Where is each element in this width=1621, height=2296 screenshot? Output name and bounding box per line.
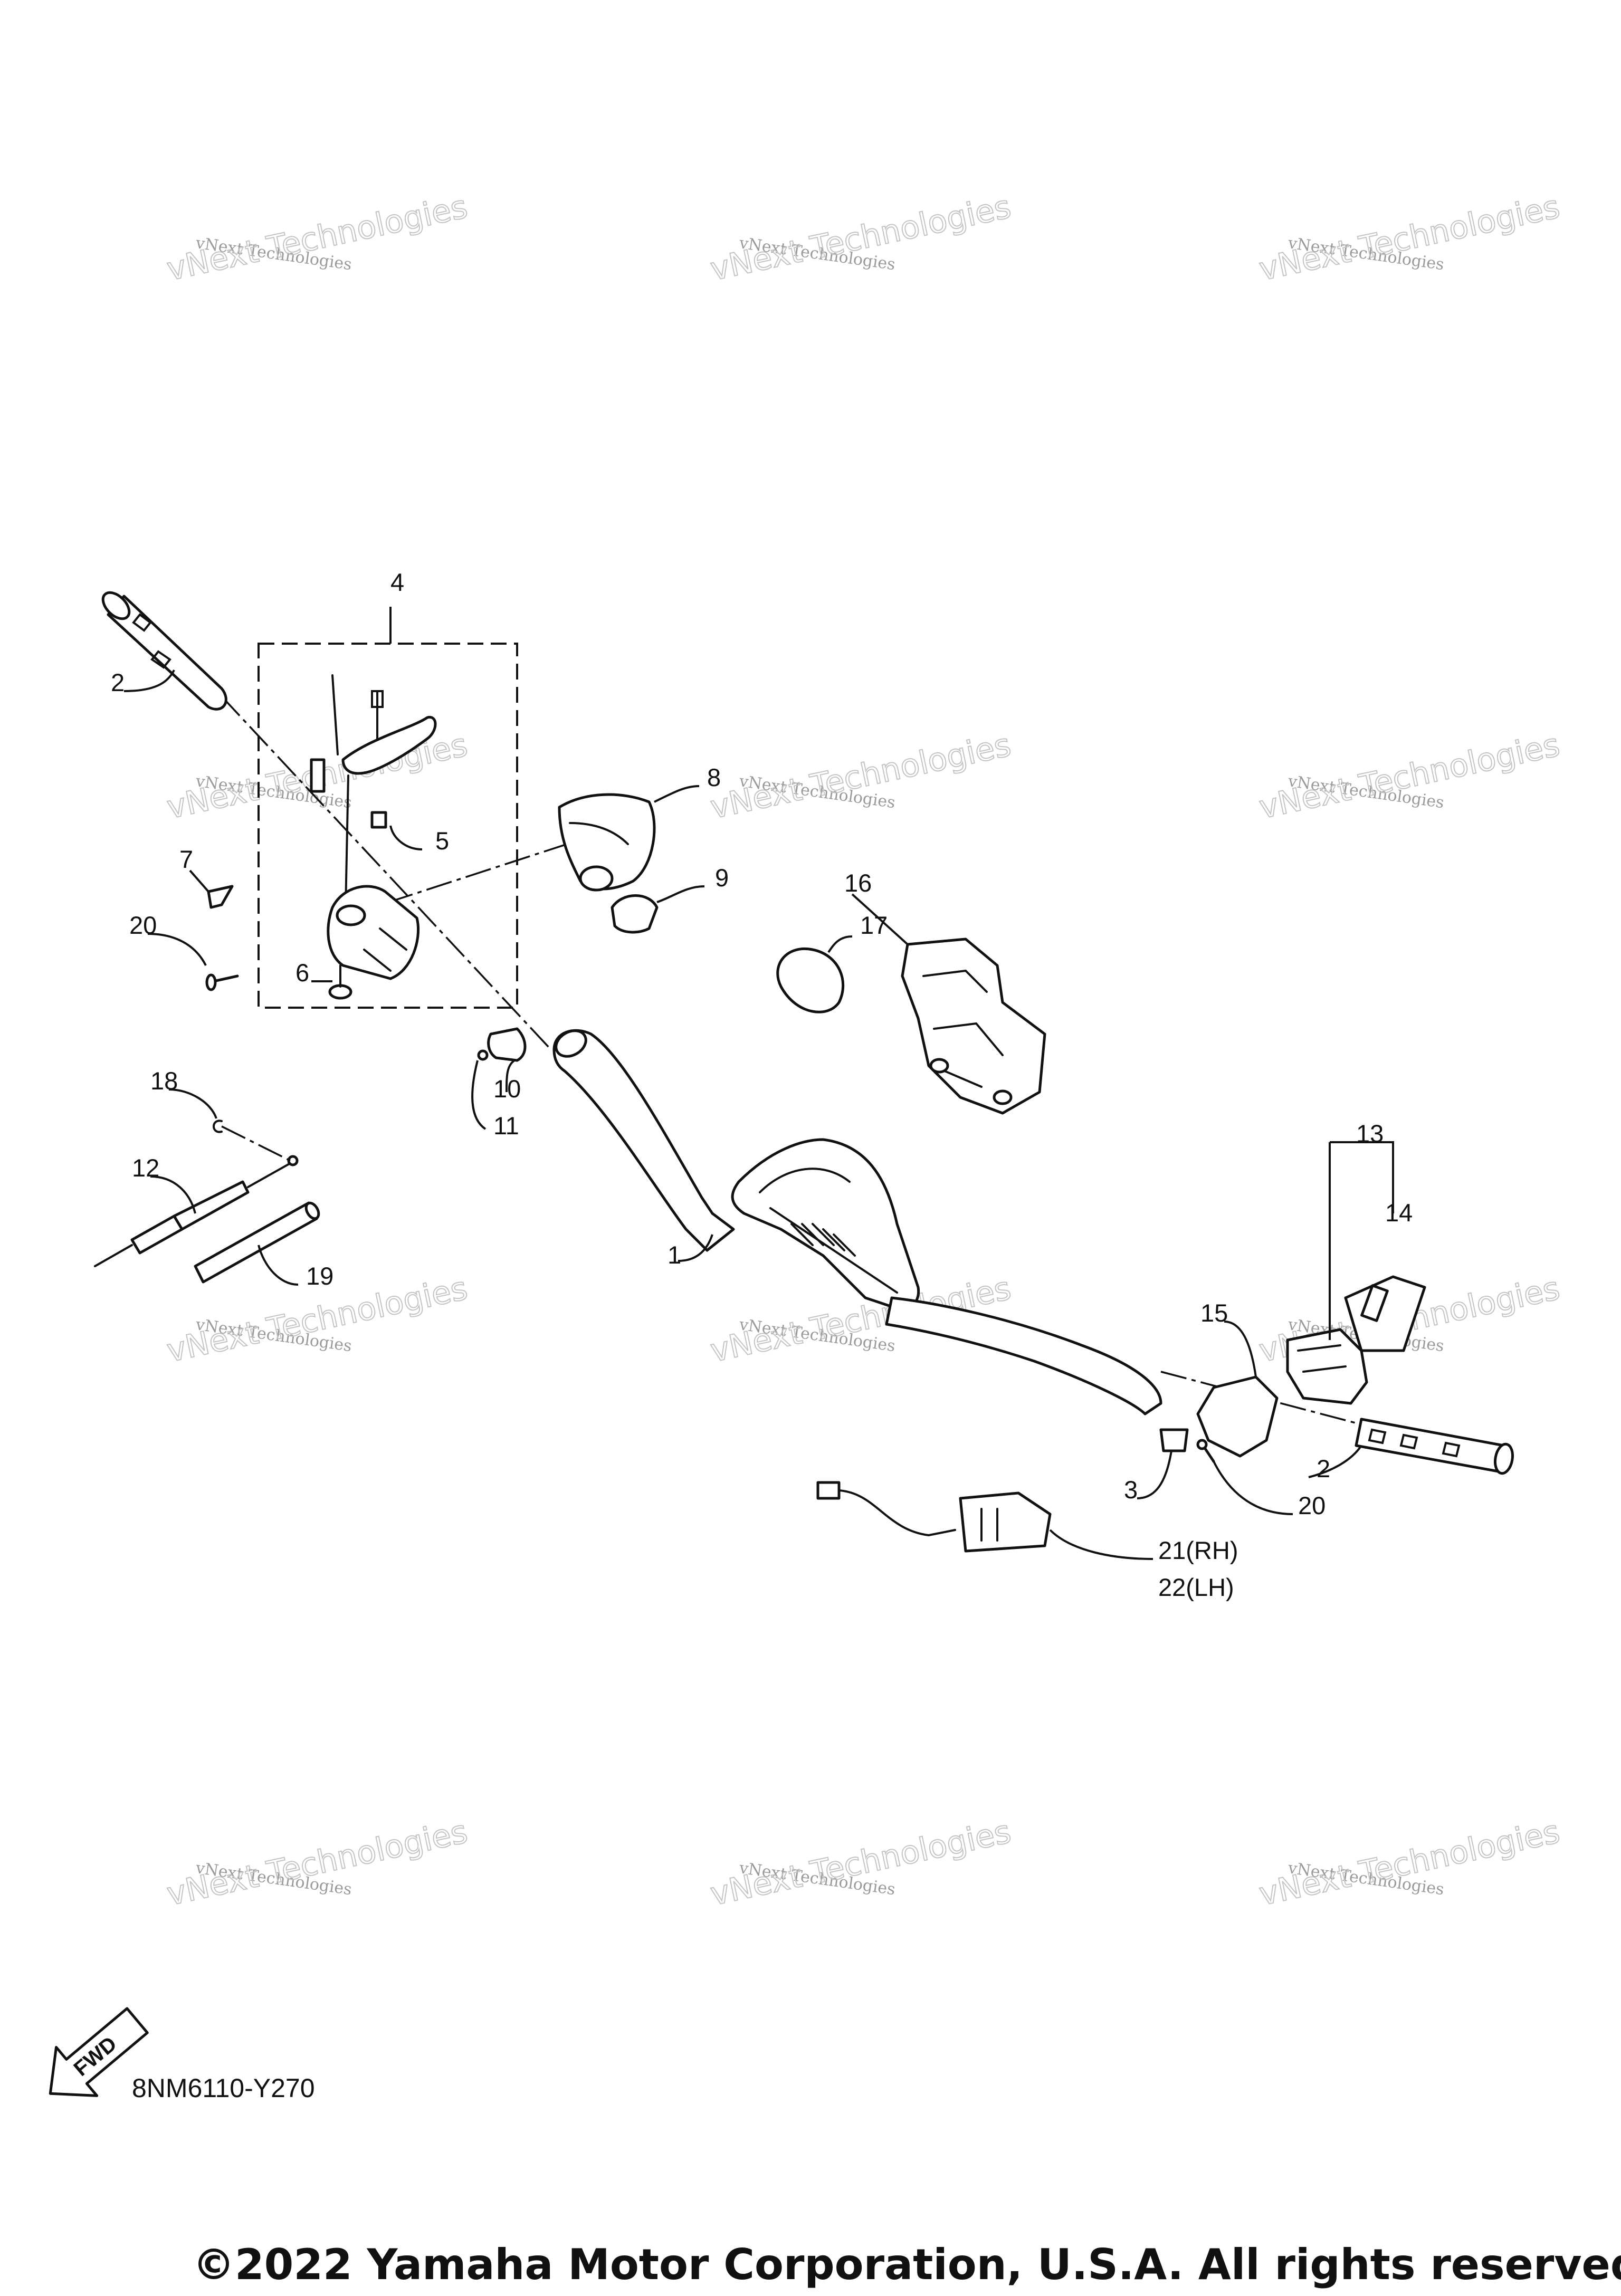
part-19-sleeve	[194, 1201, 320, 1284]
copyright-notice: ©2022 Yamaha Motor Corporation, U.S.A. A…	[193, 2240, 1621, 2289]
leader-lines	[123, 669, 1394, 1560]
part-2-left-grip	[101, 591, 227, 711]
part-21-22-wire-harness	[816, 1481, 1052, 1553]
part-1-handlebar	[552, 1029, 1162, 1415]
part-20-screw-right	[1196, 1439, 1215, 1463]
part-4-lower-housing	[327, 885, 420, 1000]
callout-c2b: 2	[1317, 1455, 1330, 1482]
callout-c20b: 20	[1298, 1491, 1326, 1519]
callout-c13: 13	[1356, 1120, 1384, 1147]
callout-c2a: 2	[111, 668, 125, 696]
callout-c6: 6	[295, 959, 309, 987]
callout-layer: 122345678910111213141516171819202021(RH)…	[111, 568, 1413, 1601]
part-4-throttle-lever	[310, 674, 437, 908]
callout-c9: 9	[715, 864, 729, 892]
callout-c16: 16	[844, 869, 872, 897]
callout-c18: 18	[150, 1067, 178, 1095]
part-8-switch-cover	[558, 793, 656, 892]
part-9-switch-knob	[611, 894, 659, 934]
part-20-screw-left	[205, 973, 239, 991]
callout-c15: 15	[1200, 1299, 1228, 1327]
callout-c3: 3	[1124, 1476, 1138, 1504]
callout-c5: 5	[435, 827, 449, 855]
part-2-right-grip	[1355, 1418, 1514, 1475]
part-4-assembly-box	[258, 643, 518, 1009]
callout-c17: 17	[860, 911, 888, 939]
part-18-clip	[213, 1120, 223, 1133]
callout-c14: 14	[1385, 1199, 1413, 1227]
diagram-code: 8NM6110-Y270	[132, 2073, 315, 2103]
callout-c4: 4	[390, 568, 404, 596]
callout-c11: 11	[493, 1112, 519, 1140]
callout-c1: 1	[668, 1241, 681, 1269]
callout-c10: 10	[493, 1075, 521, 1103]
part-16-bracket	[901, 937, 1046, 1115]
part-7-clip	[207, 885, 234, 909]
part-12-throttle-cable	[94, 1155, 299, 1267]
part-15-bracket	[1196, 1375, 1279, 1458]
callout-c19: 19	[306, 1262, 333, 1290]
callout-c7: 7	[179, 845, 193, 873]
part-17-circlip	[776, 948, 845, 1013]
part-13-switch-assembly	[1286, 1275, 1426, 1405]
callout-c21: 21(RH)	[1158, 1536, 1238, 1564]
callout-c12: 12	[132, 1154, 159, 1182]
callout-c20a: 20	[129, 911, 157, 939]
part-10-sensor	[477, 1027, 527, 1062]
callout-c8: 8	[707, 763, 721, 791]
callout-c22: 22(LH)	[1158, 1573, 1234, 1601]
part-3-bar-end	[1159, 1428, 1189, 1452]
